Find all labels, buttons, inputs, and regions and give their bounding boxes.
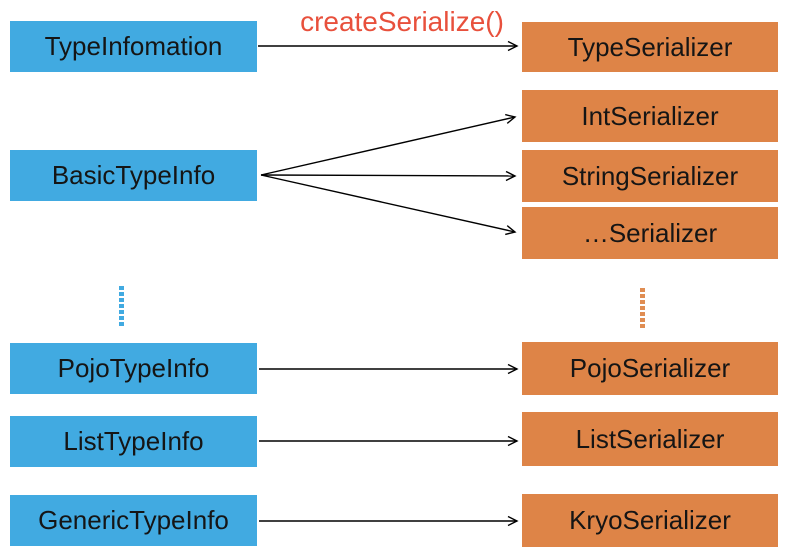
arrow-basictypeinfo-dotserializer xyxy=(260,174,517,236)
node-pojoserializer: PojoSerializer xyxy=(522,342,778,395)
arrow-basictypeinfo-stringserializer xyxy=(260,170,517,182)
node-stringserializer: StringSerializer xyxy=(522,150,778,202)
vertical-ellipsis-right-icon xyxy=(640,288,645,329)
node-dotserializer: …Serializer xyxy=(522,207,778,259)
edge-label-create-serialize: createSerialize() xyxy=(300,6,504,37)
arrow-basictypeinfo-intserializer xyxy=(260,113,517,176)
node-pojotypeinfo: PojoTypeInfo xyxy=(10,343,257,394)
node-typeserializer: TypeSerializer xyxy=(522,22,778,72)
node-intserializer: IntSerializer xyxy=(522,90,778,142)
node-listtypeinfo: ListTypeInfo xyxy=(10,416,257,467)
node-listserializer: ListSerializer xyxy=(522,412,778,466)
vertical-ellipsis-left-icon xyxy=(119,286,124,327)
node-typeinfomation: TypeInfomation xyxy=(10,21,257,72)
node-generictypeinfo: GenericTypeInfo xyxy=(10,495,257,546)
node-basictypeinfo: BasicTypeInfo xyxy=(10,150,257,201)
node-kryoserializer: KryoSerializer xyxy=(522,494,778,547)
